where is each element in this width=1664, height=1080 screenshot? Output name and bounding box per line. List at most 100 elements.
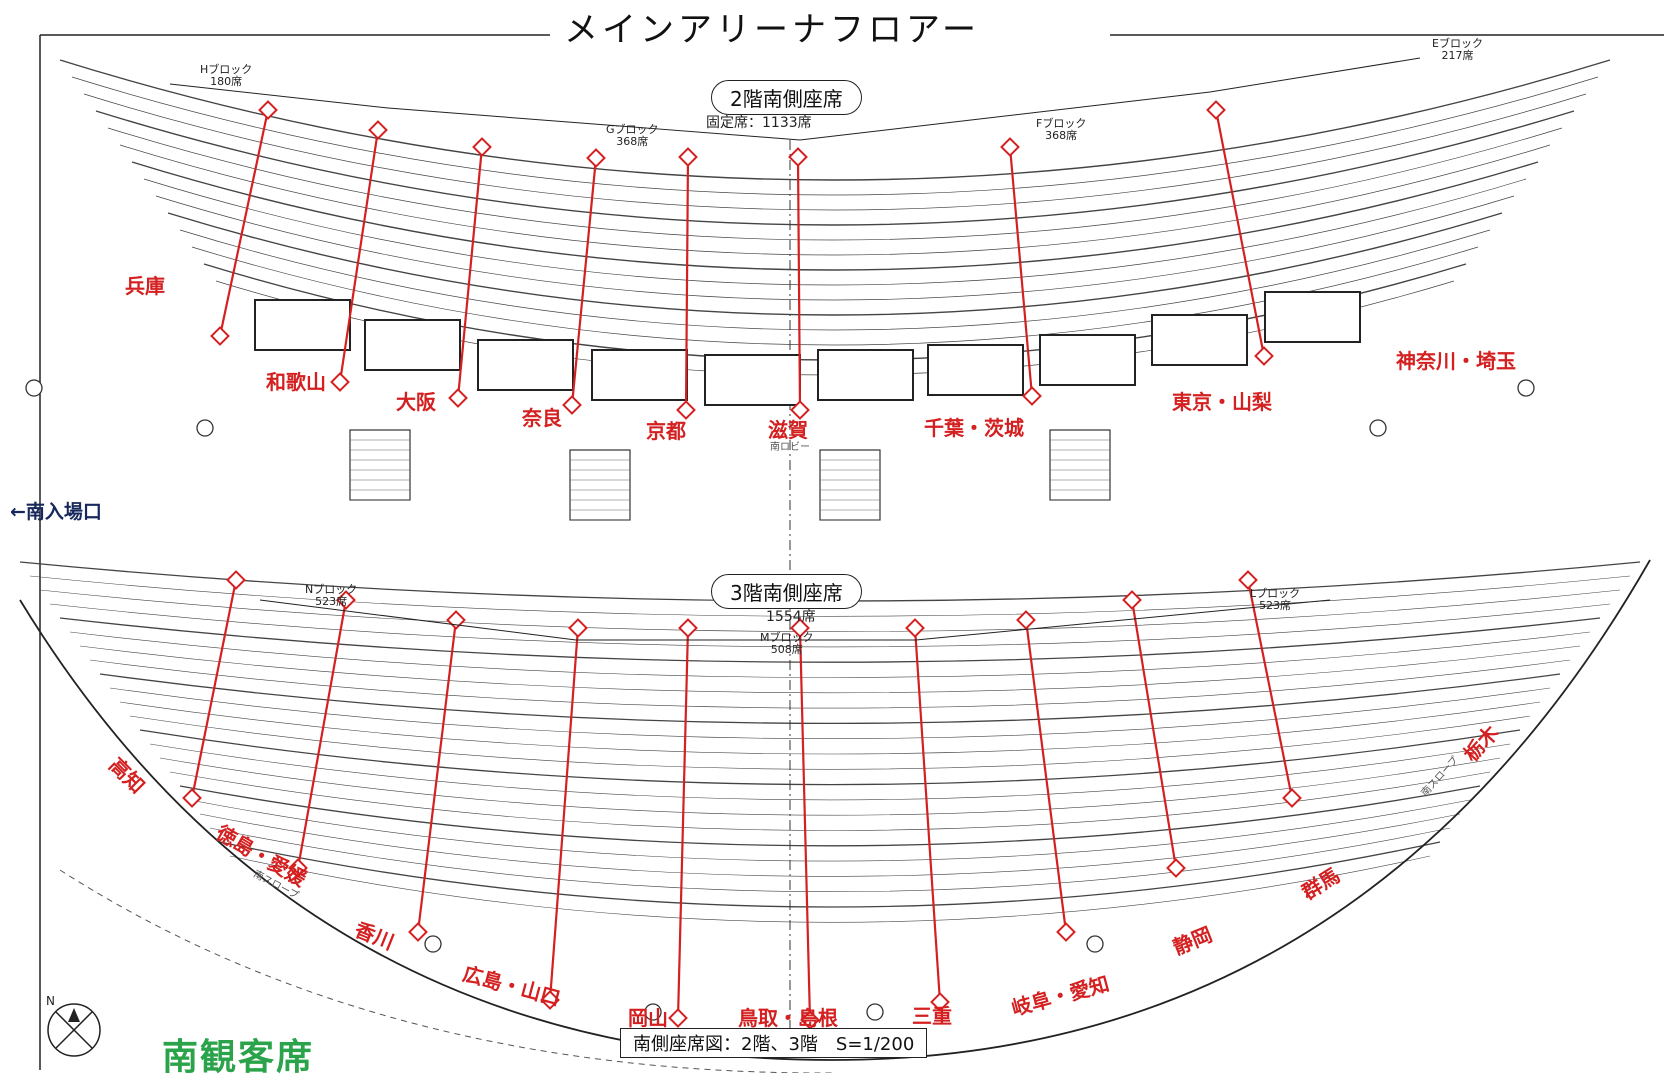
block-dimension-line [1209,57,1421,93]
dashed-boundary [59,869,832,1073]
marker-diamond [1000,137,1020,157]
pref-hyogo: 兵庫 [125,274,165,298]
lower-tier-row [39,589,1621,632]
marker-diamond [568,618,588,638]
marker-line [456,146,484,399]
vomitory-box [1151,314,1248,366]
pref-tottori-shimane: 鳥取・島根 [738,1006,838,1030]
lower-tier-row [89,659,1571,709]
lower-tier-row [219,841,1441,908]
vomitory-box [477,339,574,391]
lower-tier-row [29,575,1631,617]
marker-diamond [930,992,950,1012]
lower-tier-row [79,645,1581,694]
stair-block [1049,429,1111,501]
pref-nara: 奈良 [522,406,562,430]
pref-kyoto: 京都 [646,419,686,443]
marker-line [548,627,580,1001]
marker-diamond [288,858,308,878]
pref-shiga: 滋賀 [768,418,808,442]
marker-diamond [678,618,698,638]
marker-line [684,156,690,411]
marker-diamond [790,400,810,420]
marker-diamond [1166,858,1186,878]
upper-tier-row [179,229,1491,331]
vomitory-box [817,349,914,401]
stair-block [349,429,411,501]
upper-tier-row [131,161,1539,271]
upper-tier-row [59,59,1611,181]
compass-icon [44,1000,104,1060]
marker-diamond [905,618,925,638]
south-lobby-label: 南ロビー [770,442,810,453]
lower-tier-row [229,855,1431,923]
marker-diamond [1282,788,1302,808]
south-stand-label: 南観客席 [162,1037,315,1078]
vomitory-box [364,319,461,371]
marker-line [218,109,270,337]
pref-chiba-ibaraki: 千葉・茨城 [924,416,1024,440]
marker-diamond [790,618,810,638]
marker-diamond [258,100,278,120]
marker-diamond [1122,590,1142,610]
marker-line [1008,146,1034,397]
marker-diamond [336,590,356,610]
vomitory-box [1264,291,1361,343]
block-dimension-line [799,91,1211,141]
block-dimension-line [915,599,1331,641]
marker-diamond [1254,346,1274,366]
marker-line [338,129,380,383]
floor2-capacity: 固定席：1133席 [706,115,812,131]
lower-tier-row [139,729,1521,786]
marker-line [570,157,598,406]
column [25,379,43,397]
column [866,1003,884,1021]
lower-tier-row [99,673,1561,725]
marker-line [796,156,802,411]
marker-line [1130,599,1178,869]
pref-osaka: 大阪 [396,390,436,414]
marker-diamond [540,990,560,1010]
upper-tier-row [155,195,1515,301]
block-dimension-line [259,599,577,641]
marker-diamond [408,922,428,942]
lower-tier-row [179,785,1481,847]
lower-tier-row [199,813,1461,877]
stair-block [569,449,631,521]
upper-tier-row [107,127,1563,241]
pref-tokyo-yamanashi: 東京・山梨 [1172,390,1272,414]
upper-tier-row [83,93,1587,211]
lower-tier-row [59,617,1601,663]
marker-line [190,579,238,799]
column [1369,419,1387,437]
marker-line [1246,579,1294,799]
upper-tier-row [167,212,1503,316]
pref-wakayama: 和歌山 [266,370,326,394]
block-dimension-line [169,83,389,109]
marker-diamond [800,1010,820,1030]
pref-okayama: 岡山 [628,1006,668,1030]
floor3-capacity: 1554席 [766,609,816,625]
marker-diamond [678,147,698,167]
floor3-heading: 3階南側座席 [711,574,862,609]
lower-tier-row [129,715,1531,770]
compass-north-label: N [46,994,55,1008]
marker-diamond [210,326,230,346]
vomitory-box [254,299,351,351]
marker-diamond [368,120,388,140]
floor2-heading: 2階南側座席 [711,80,862,115]
marker-diamond [1022,386,1042,406]
marker-diamond [668,1008,688,1028]
upper-tier-row [119,144,1551,256]
pref-mie: 三重 [912,1004,952,1028]
marker-line [1024,619,1068,933]
column [1086,935,1104,953]
lower-tier-row [209,827,1451,892]
marker-diamond [1056,922,1076,942]
